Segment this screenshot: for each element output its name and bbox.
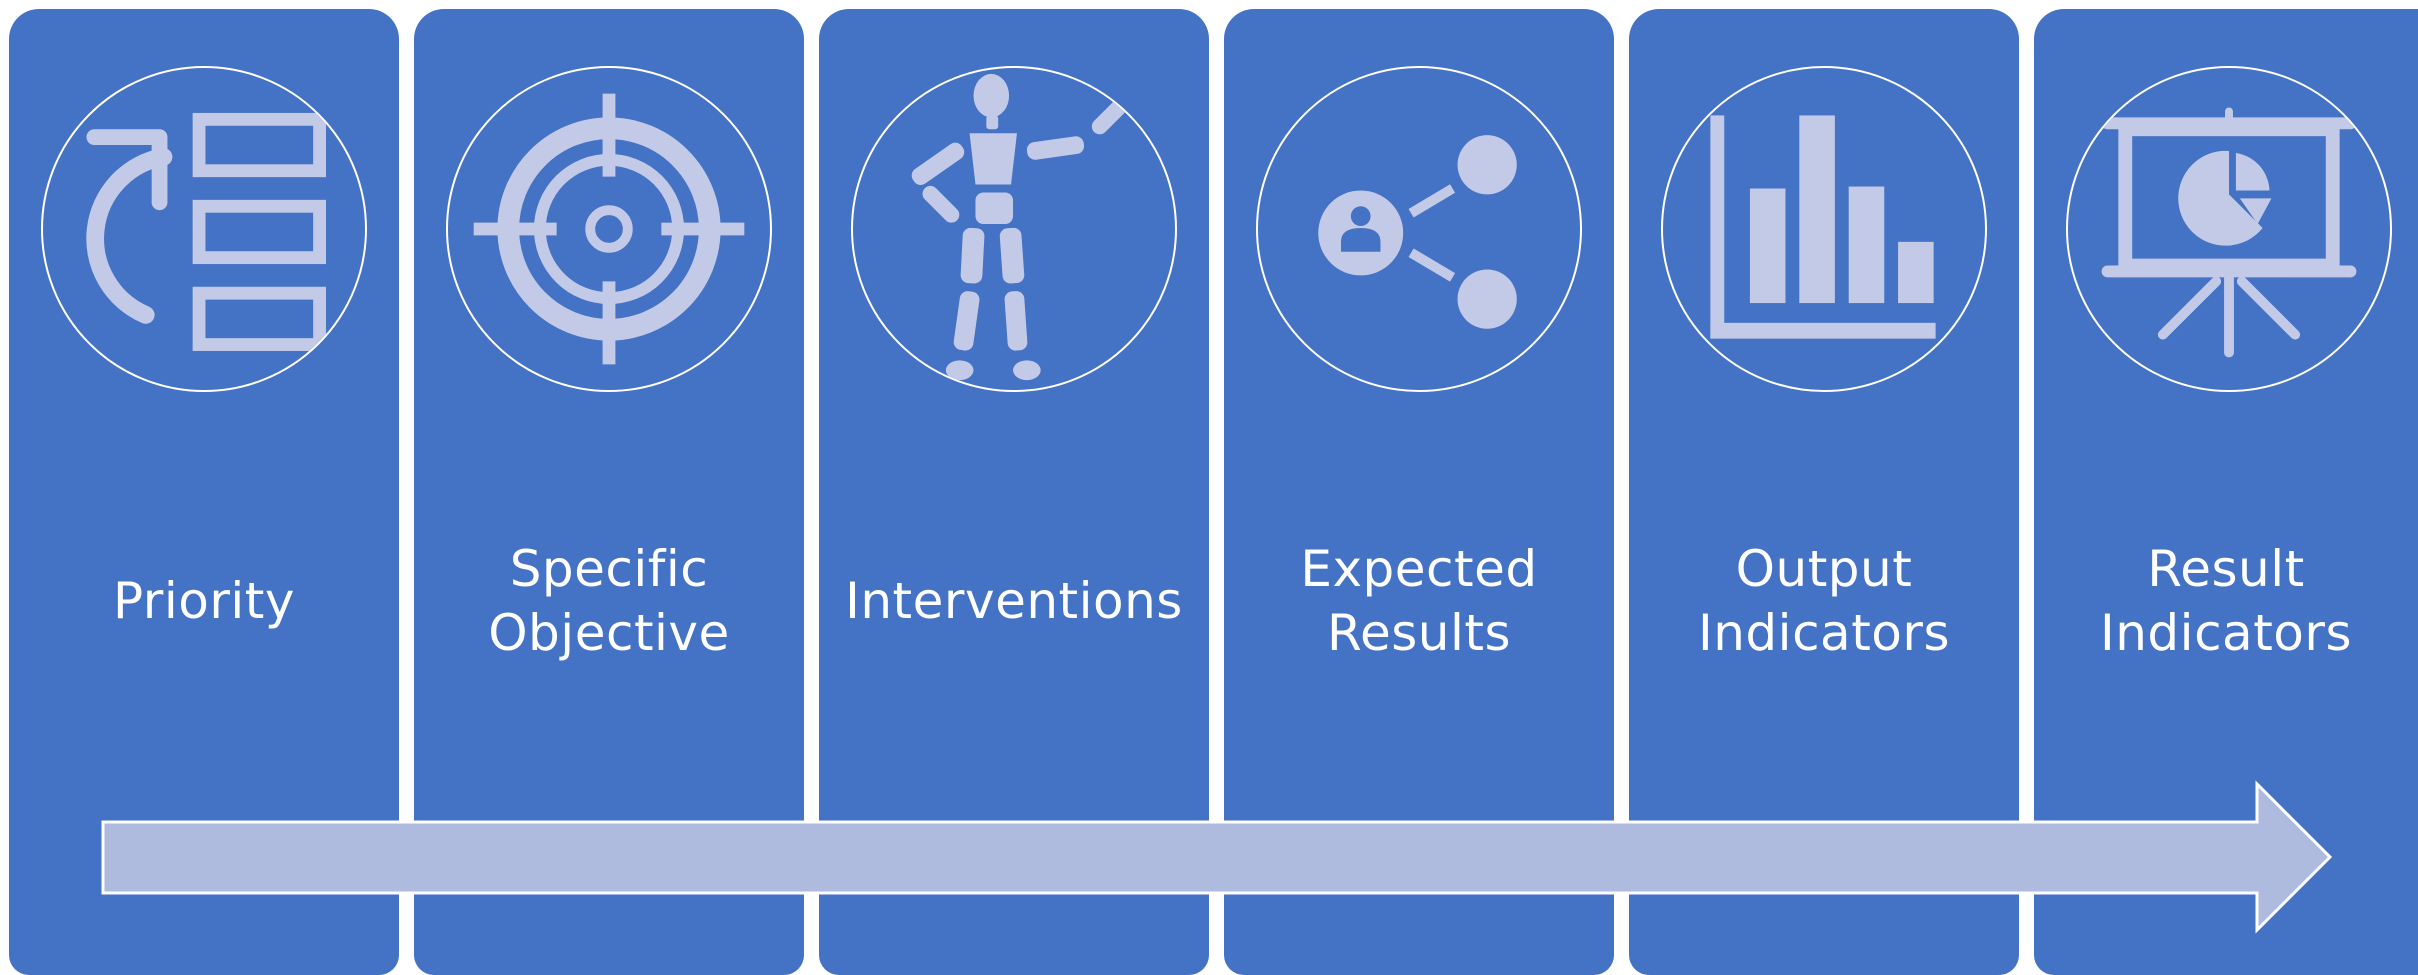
figure-icon	[911, 73, 1126, 381]
step-label: Expected Results	[1300, 540, 1538, 662]
target-icon	[473, 93, 745, 365]
presentation-icon	[2101, 107, 2357, 358]
interventions-icon-ring	[851, 66, 1177, 392]
step-label: Specific Objective	[488, 540, 730, 662]
output-indicators-icon-ring	[1661, 66, 1987, 392]
step-priority: Priority	[9, 9, 399, 975]
result-indicators-icon-ring	[2066, 66, 2392, 392]
step-label: Interventions	[845, 572, 1183, 630]
bar-chart-icon	[1710, 115, 1936, 339]
step-result-indicators: Result Indicators	[2034, 9, 2418, 975]
step-output-indicators: Output Indicators	[1629, 9, 2019, 975]
step-label: Result Indicators	[2100, 540, 2352, 662]
step-specific-objective: Specific Objective	[414, 9, 804, 975]
priority-list-icon	[86, 112, 326, 351]
step-expected-results: Expected Results	[1224, 9, 1614, 975]
network-icon	[1318, 135, 1517, 329]
step-label: Output Indicators	[1698, 540, 1950, 662]
expected-results-icon-ring	[1256, 66, 1582, 392]
priority-icon-ring	[41, 66, 367, 392]
objective-icon-ring	[446, 66, 772, 392]
step-interventions: Interventions	[819, 9, 1209, 975]
step-label: Priority	[113, 572, 295, 630]
